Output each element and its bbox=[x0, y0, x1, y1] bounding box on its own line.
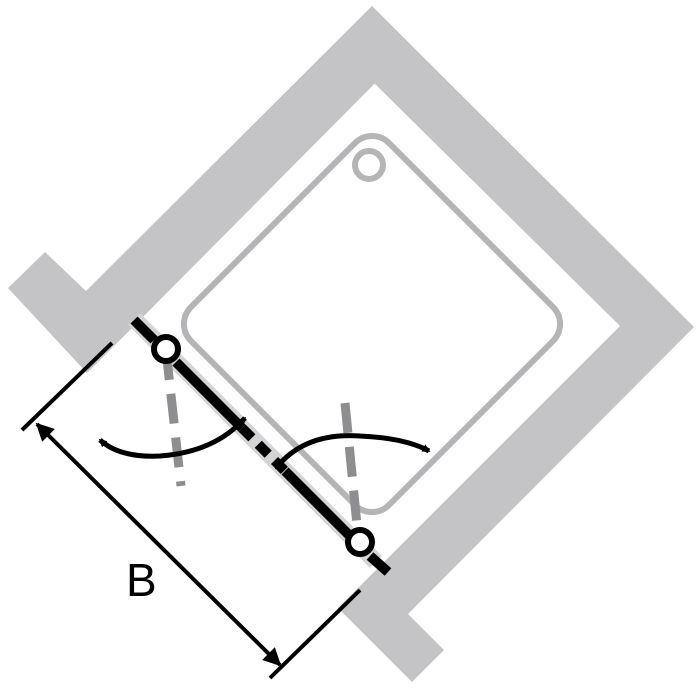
dimension-extension-right bbox=[268, 588, 362, 680]
dimension-extension-left bbox=[20, 341, 114, 432]
back-right-wall bbox=[338, 6, 694, 682]
back-left-wall bbox=[8, 6, 412, 373]
dimension-label: B bbox=[126, 554, 157, 606]
drain-icon bbox=[352, 148, 386, 182]
dimension-b: B bbox=[20, 341, 362, 680]
door-stub-right bbox=[366, 552, 392, 576]
enclosure-walls bbox=[8, 6, 694, 682]
left-hinge-icon bbox=[151, 334, 181, 364]
right-door-panel bbox=[281, 467, 353, 539]
right-hinge-icon bbox=[345, 527, 375, 557]
door-stub-left bbox=[130, 316, 158, 344]
right-swing-arrow-icon bbox=[274, 433, 431, 470]
dimension-line bbox=[35, 422, 282, 667]
